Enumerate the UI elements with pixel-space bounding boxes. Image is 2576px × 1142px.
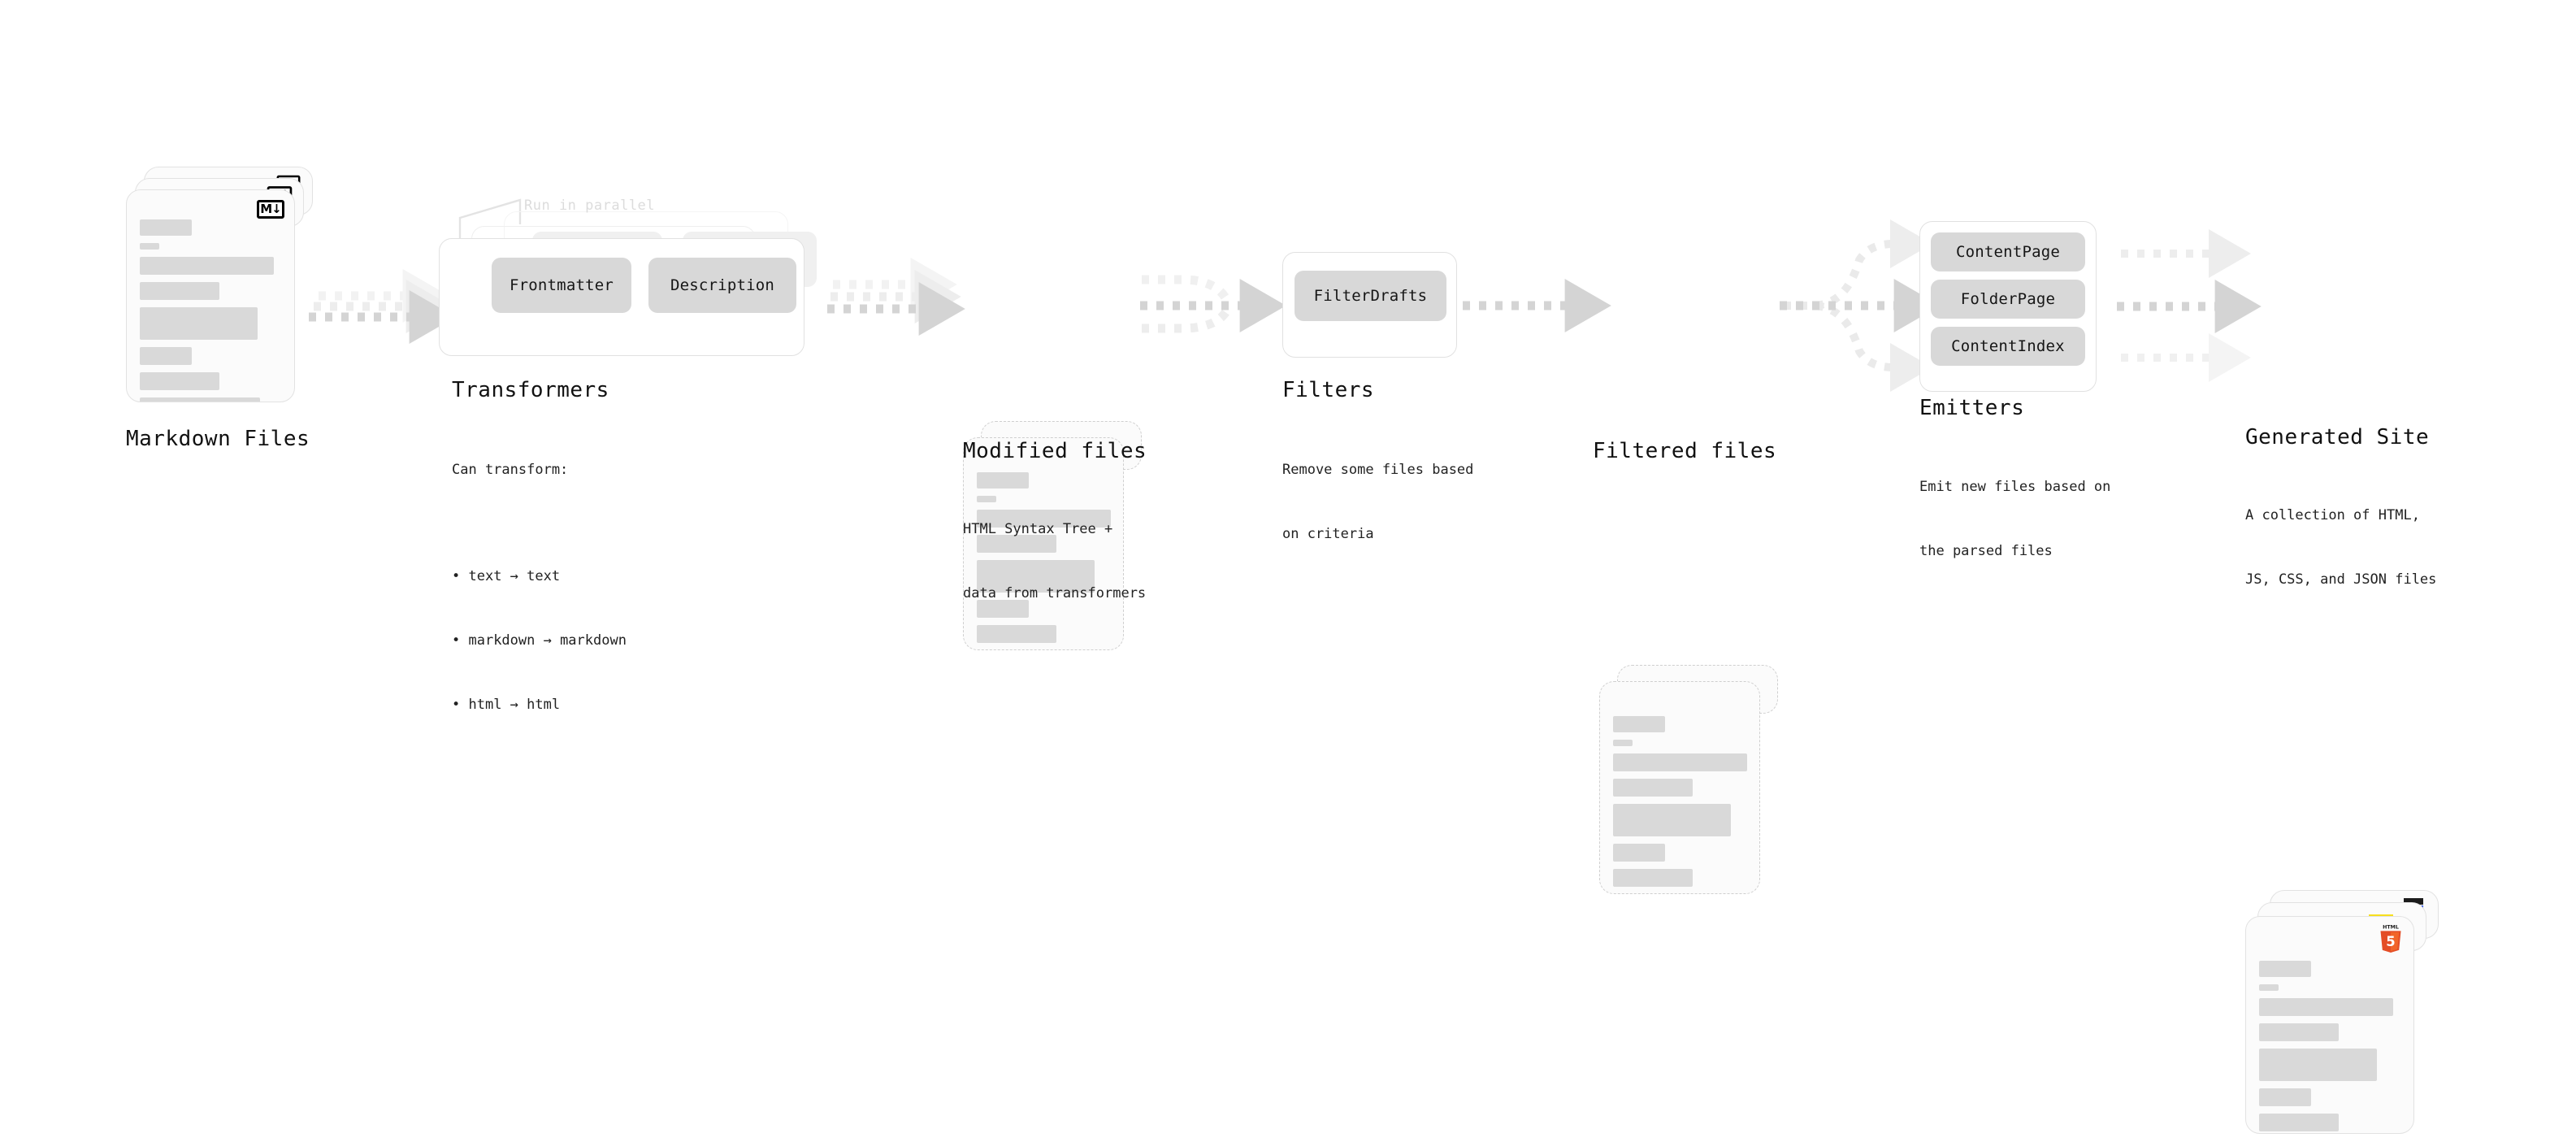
- arrow-emitters-to-generated: [2117, 229, 2262, 382]
- skeleton-subtitle: [140, 243, 159, 250]
- stage-generated-site: HTML 5: [2245, 890, 2440, 1142]
- label-emitters: Emitters: [1919, 396, 2025, 420]
- skeleton-line: [977, 510, 1111, 528]
- skeleton-line: [2259, 1088, 2311, 1106]
- filters-desc-line-1: Remove some files based: [1282, 461, 1474, 478]
- stage-emitters: ContentPage FolderPage ContentIndex: [1919, 221, 2114, 400]
- emitters-desc-line-2: the parsed files: [1919, 542, 2053, 559]
- skeleton-title: [977, 472, 1029, 488]
- modified-files-description: HTML Syntax Tree + data from transformer…: [963, 475, 1146, 647]
- generated-site-description: A collection of HTML, JS, CSS, and JSON …: [2245, 462, 2436, 633]
- arrow-modified-to-filters: [1140, 275, 1286, 333]
- skeleton-line: [1613, 844, 1665, 862]
- skeleton-line: [140, 397, 260, 402]
- skeleton-line: [977, 600, 1029, 618]
- modified-card-front: [963, 437, 1124, 650]
- stage-markdown-files: M↓ M↓ M↓: [126, 167, 313, 410]
- transformers-description: Can transform: text → text markdown → ma…: [452, 416, 627, 801]
- skeleton-line: [2259, 998, 2393, 1016]
- emitters-description: Emit new files based on the parsed files: [1919, 433, 2110, 605]
- generated-card-front: HTML 5: [2245, 916, 2414, 1134]
- skeleton-subtitle: [1613, 740, 1633, 746]
- label-markdown-files: Markdown Files: [126, 427, 310, 451]
- filters-description: Remove some files based on criteria: [1282, 416, 1473, 588]
- skeleton-subtitle: [977, 496, 996, 502]
- skeleton-line: [1613, 779, 1693, 797]
- skeleton-block: [1613, 804, 1731, 836]
- skeleton-title: [2259, 961, 2311, 977]
- stage-transformers: Frontmatter Description: [439, 199, 829, 394]
- emitter-chip-contentpage[interactable]: ContentPage: [1931, 232, 2085, 271]
- stage-filters: FilterDrafts: [1282, 252, 1461, 366]
- html5-badge: HTML 5: [2380, 924, 2401, 953]
- skeleton-title: [1613, 716, 1665, 732]
- skeleton-line: [977, 625, 1056, 643]
- skeleton-line: [2259, 1023, 2339, 1041]
- skeleton-block: [140, 307, 258, 340]
- modified-desc-line-1: HTML Syntax Tree +: [963, 520, 1113, 537]
- arrow-markdown-to-transformers: [309, 269, 456, 344]
- label-filters: Filters: [1282, 378, 1375, 402]
- skeleton-line: [140, 257, 274, 275]
- skeleton-block: [2259, 1049, 2377, 1081]
- skeleton-title: [140, 219, 192, 236]
- arrow-filtered-to-emitters: [1780, 219, 1941, 392]
- skeleton-line: [140, 282, 219, 300]
- skeleton-line: [1613, 869, 1693, 887]
- label-filtered-files: Filtered files: [1593, 439, 1777, 463]
- arrow-transformers-to-modified: [827, 258, 965, 336]
- filtered-card-front: [1599, 681, 1760, 894]
- stage-filtered-files: [1599, 665, 1786, 909]
- svg-text:5: 5: [2386, 934, 2395, 949]
- skeleton-line: [140, 347, 192, 365]
- filters-desc-line-2: on criteria: [1282, 525, 1374, 542]
- generated-desc-line-2: JS, CSS, and JSON files: [2245, 571, 2437, 588]
- transformers-desc-item: html → html: [452, 694, 627, 715]
- markdown-badge: M↓: [257, 200, 284, 219]
- emitter-chip-folderpage[interactable]: FolderPage: [1931, 280, 2085, 319]
- label-generated-site: Generated Site: [2245, 425, 2430, 449]
- modified-desc-line-2: data from transformers: [963, 584, 1147, 601]
- svg-text:HTML: HTML: [2383, 924, 2399, 930]
- skeleton-line: [1613, 753, 1747, 771]
- transformers-desc-item: text → text: [452, 566, 627, 587]
- pipeline-diagram: M↓ M↓ M↓ Markdown Files Frontmatter: [0, 0, 2576, 681]
- label-modified-files: Modified files: [963, 439, 1147, 463]
- filter-chip-filterdrafts[interactable]: FilterDrafts: [1295, 271, 1446, 321]
- transformer-chip-description[interactable]: Description: [648, 258, 796, 313]
- skeleton-block: [977, 560, 1095, 593]
- skeleton-line: [2259, 1114, 2339, 1131]
- emitters-desc-line-1: Emit new files based on: [1919, 478, 2111, 495]
- markdown-card-front: M↓: [126, 189, 295, 402]
- emitter-chip-contentindex[interactable]: ContentIndex: [1931, 327, 2085, 366]
- stage-modified-files: [963, 421, 1150, 665]
- transformers-desc-item: markdown → markdown: [452, 630, 626, 651]
- transformers-desc-heading: Can transform:: [452, 461, 569, 478]
- skeleton-subtitle: [2259, 984, 2279, 991]
- label-run-in-parallel: Run in parallel: [524, 198, 656, 214]
- label-transformers: Transformers: [452, 378, 609, 402]
- transformer-chip-frontmatter[interactable]: Frontmatter: [492, 258, 631, 313]
- skeleton-line: [977, 535, 1056, 553]
- skeleton-line: [140, 372, 219, 390]
- transformers-desc-list: text → text markdown → markdown html → h…: [452, 523, 627, 759]
- generated-desc-line-1: A collection of HTML,: [2245, 506, 2420, 523]
